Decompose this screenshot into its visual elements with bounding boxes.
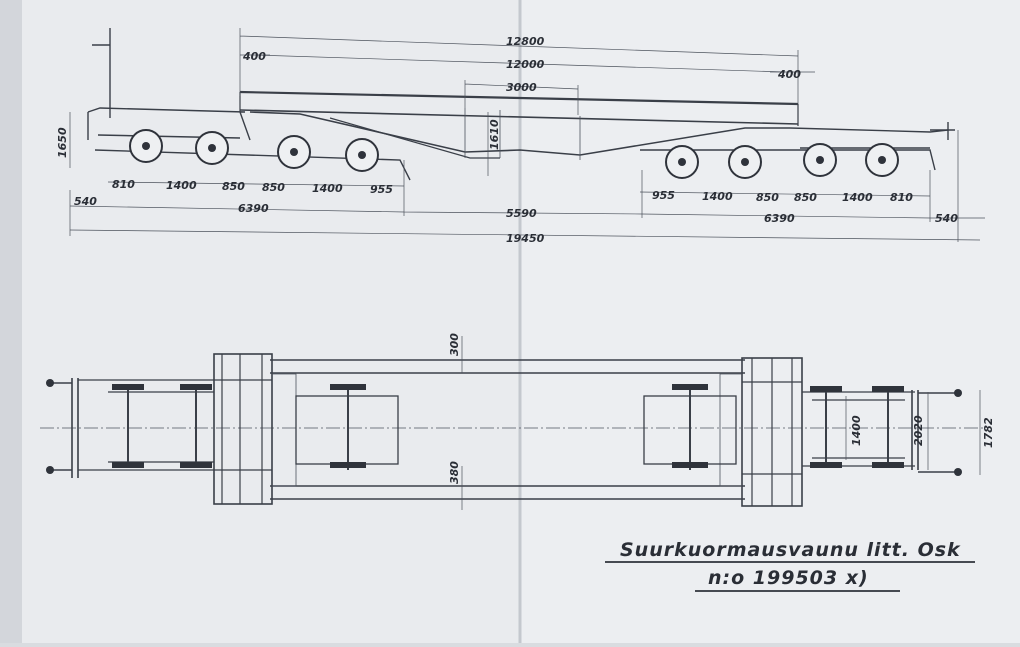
dim-right-1400: 1400: [702, 190, 733, 203]
dim-540-right: 540: [935, 212, 958, 225]
dim-6390-left: 6390: [238, 202, 269, 215]
dim-left-810: 810: [112, 178, 135, 191]
title-block: Suurkuormausvaunu litt. Osk n:o 199503 x…: [605, 539, 975, 592]
drawing-title: Suurkuormausvaunu litt. Osk: [620, 539, 961, 561]
plan-view: 300 380 1400 2020 1782: [40, 333, 995, 510]
dim-12800: 12800: [506, 35, 545, 48]
dim-1782: 1782: [982, 417, 995, 448]
dim-1650: 1650: [56, 127, 69, 158]
dim-12000: 12000: [506, 58, 545, 71]
dim-5590: 5590: [506, 207, 537, 220]
dim-right-810: 810: [890, 191, 913, 204]
side-view: 12800 12000 3000 400 400 1650 1610 810 1…: [56, 28, 985, 245]
dim-right-1400b: 1400: [842, 191, 873, 204]
dim-3000: 3000: [506, 81, 537, 94]
dim-2020: 2020: [912, 415, 925, 446]
left-bolster: [213, 353, 273, 505]
dim-left-955: 955: [370, 183, 393, 196]
dim-right-850a: 850: [756, 191, 779, 204]
dim-300: 300: [448, 333, 461, 356]
dim-right-850b: 850: [794, 191, 817, 204]
right-bogie-wheels: [665, 143, 899, 179]
dim-19450: 19450: [506, 232, 545, 245]
dim-540-left: 540: [74, 195, 97, 208]
dim-400-left: 400: [242, 50, 266, 63]
dim-left-850a: 850: [222, 180, 245, 193]
drawing-number: n:o 199503 x): [708, 567, 869, 589]
dim-6390-right: 6390: [764, 212, 795, 225]
dim-left-1400b: 1400: [312, 182, 343, 195]
dim-380: 380: [448, 461, 461, 484]
dim-left-1400: 1400: [166, 179, 197, 192]
dim-left-850b: 850: [262, 181, 285, 194]
dim-400-right: 400: [777, 68, 801, 81]
left-bogie-wheels: [129, 129, 379, 172]
dim-right-955: 955: [652, 189, 675, 202]
dim-1400-plan: 1400: [850, 415, 863, 446]
dim-1610: 1610: [488, 119, 501, 150]
